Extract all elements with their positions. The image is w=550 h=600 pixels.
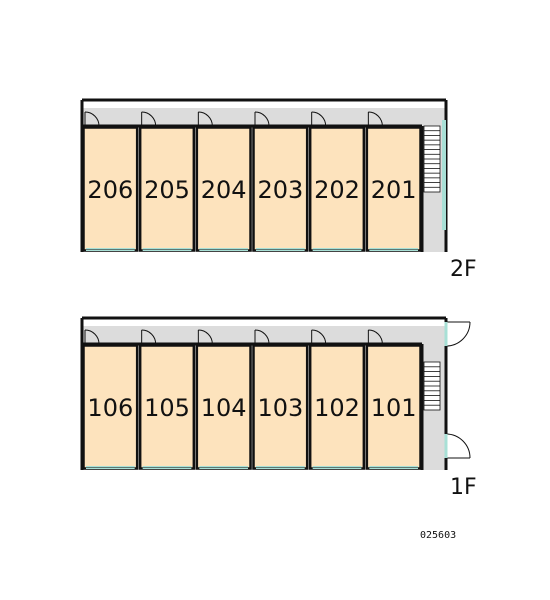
stairs (423, 361, 441, 411)
unit-number: 205 (144, 176, 190, 204)
unit-number: 104 (201, 394, 247, 422)
unit-number: 201 (371, 176, 417, 204)
door-icon (254, 111, 270, 127)
floor-label: 1F (450, 475, 477, 500)
unit-101: 101 (365, 329, 422, 470)
floor-label: 2F (450, 257, 477, 282)
unit-105: 105 (138, 329, 196, 470)
unit-number: 106 (87, 394, 133, 422)
door-icon (311, 329, 327, 345)
entrance-door-bottom (444, 433, 471, 459)
unit-203: 203 (252, 111, 309, 252)
unit-number: 203 (257, 176, 303, 204)
unit-room (195, 344, 252, 470)
unit-room (138, 344, 196, 470)
floor-1-block: 106 105 104 103 102 101 1F (80, 316, 477, 500)
door-icon (84, 111, 100, 127)
door-icon (367, 111, 383, 127)
unit-104: 104 (195, 329, 252, 470)
door-icon (254, 329, 270, 345)
unit-106: 106 (82, 329, 139, 470)
corridor-inner-white (83, 319, 445, 326)
corridor-inner-white (83, 101, 445, 108)
door-icon (311, 111, 327, 127)
floor-2-block: 206 205 204 203 202 201 2F (80, 98, 477, 282)
door-icon (141, 329, 157, 345)
unit-number: 204 (201, 176, 247, 204)
unit-103: 103 (252, 329, 309, 470)
stairs (423, 125, 441, 193)
door-icon (197, 329, 213, 345)
unit-room (195, 126, 252, 252)
unit-number: 105 (144, 394, 190, 422)
unit-204: 204 (195, 111, 252, 252)
door-icon (367, 329, 383, 345)
door-icon (141, 111, 157, 127)
unit-201: 201 (365, 111, 422, 252)
unit-206: 206 (82, 111, 139, 252)
entrance-door-top (444, 321, 471, 347)
unit-number: 202 (314, 176, 360, 204)
unit-205: 205 (138, 111, 196, 252)
window (442, 120, 446, 230)
unit-number: 102 (314, 394, 360, 422)
unit-202: 202 (308, 111, 366, 252)
unit-number: 101 (371, 394, 417, 422)
unit-row: 106 105 104 103 102 101 (82, 329, 422, 470)
unit-102: 102 (308, 329, 366, 470)
unit-number: 103 (257, 394, 303, 422)
plan-code: 025603 (420, 530, 456, 541)
door-icon (84, 329, 100, 345)
door-icon (197, 111, 213, 127)
unit-room (82, 126, 139, 252)
unit-number: 206 (87, 176, 133, 204)
